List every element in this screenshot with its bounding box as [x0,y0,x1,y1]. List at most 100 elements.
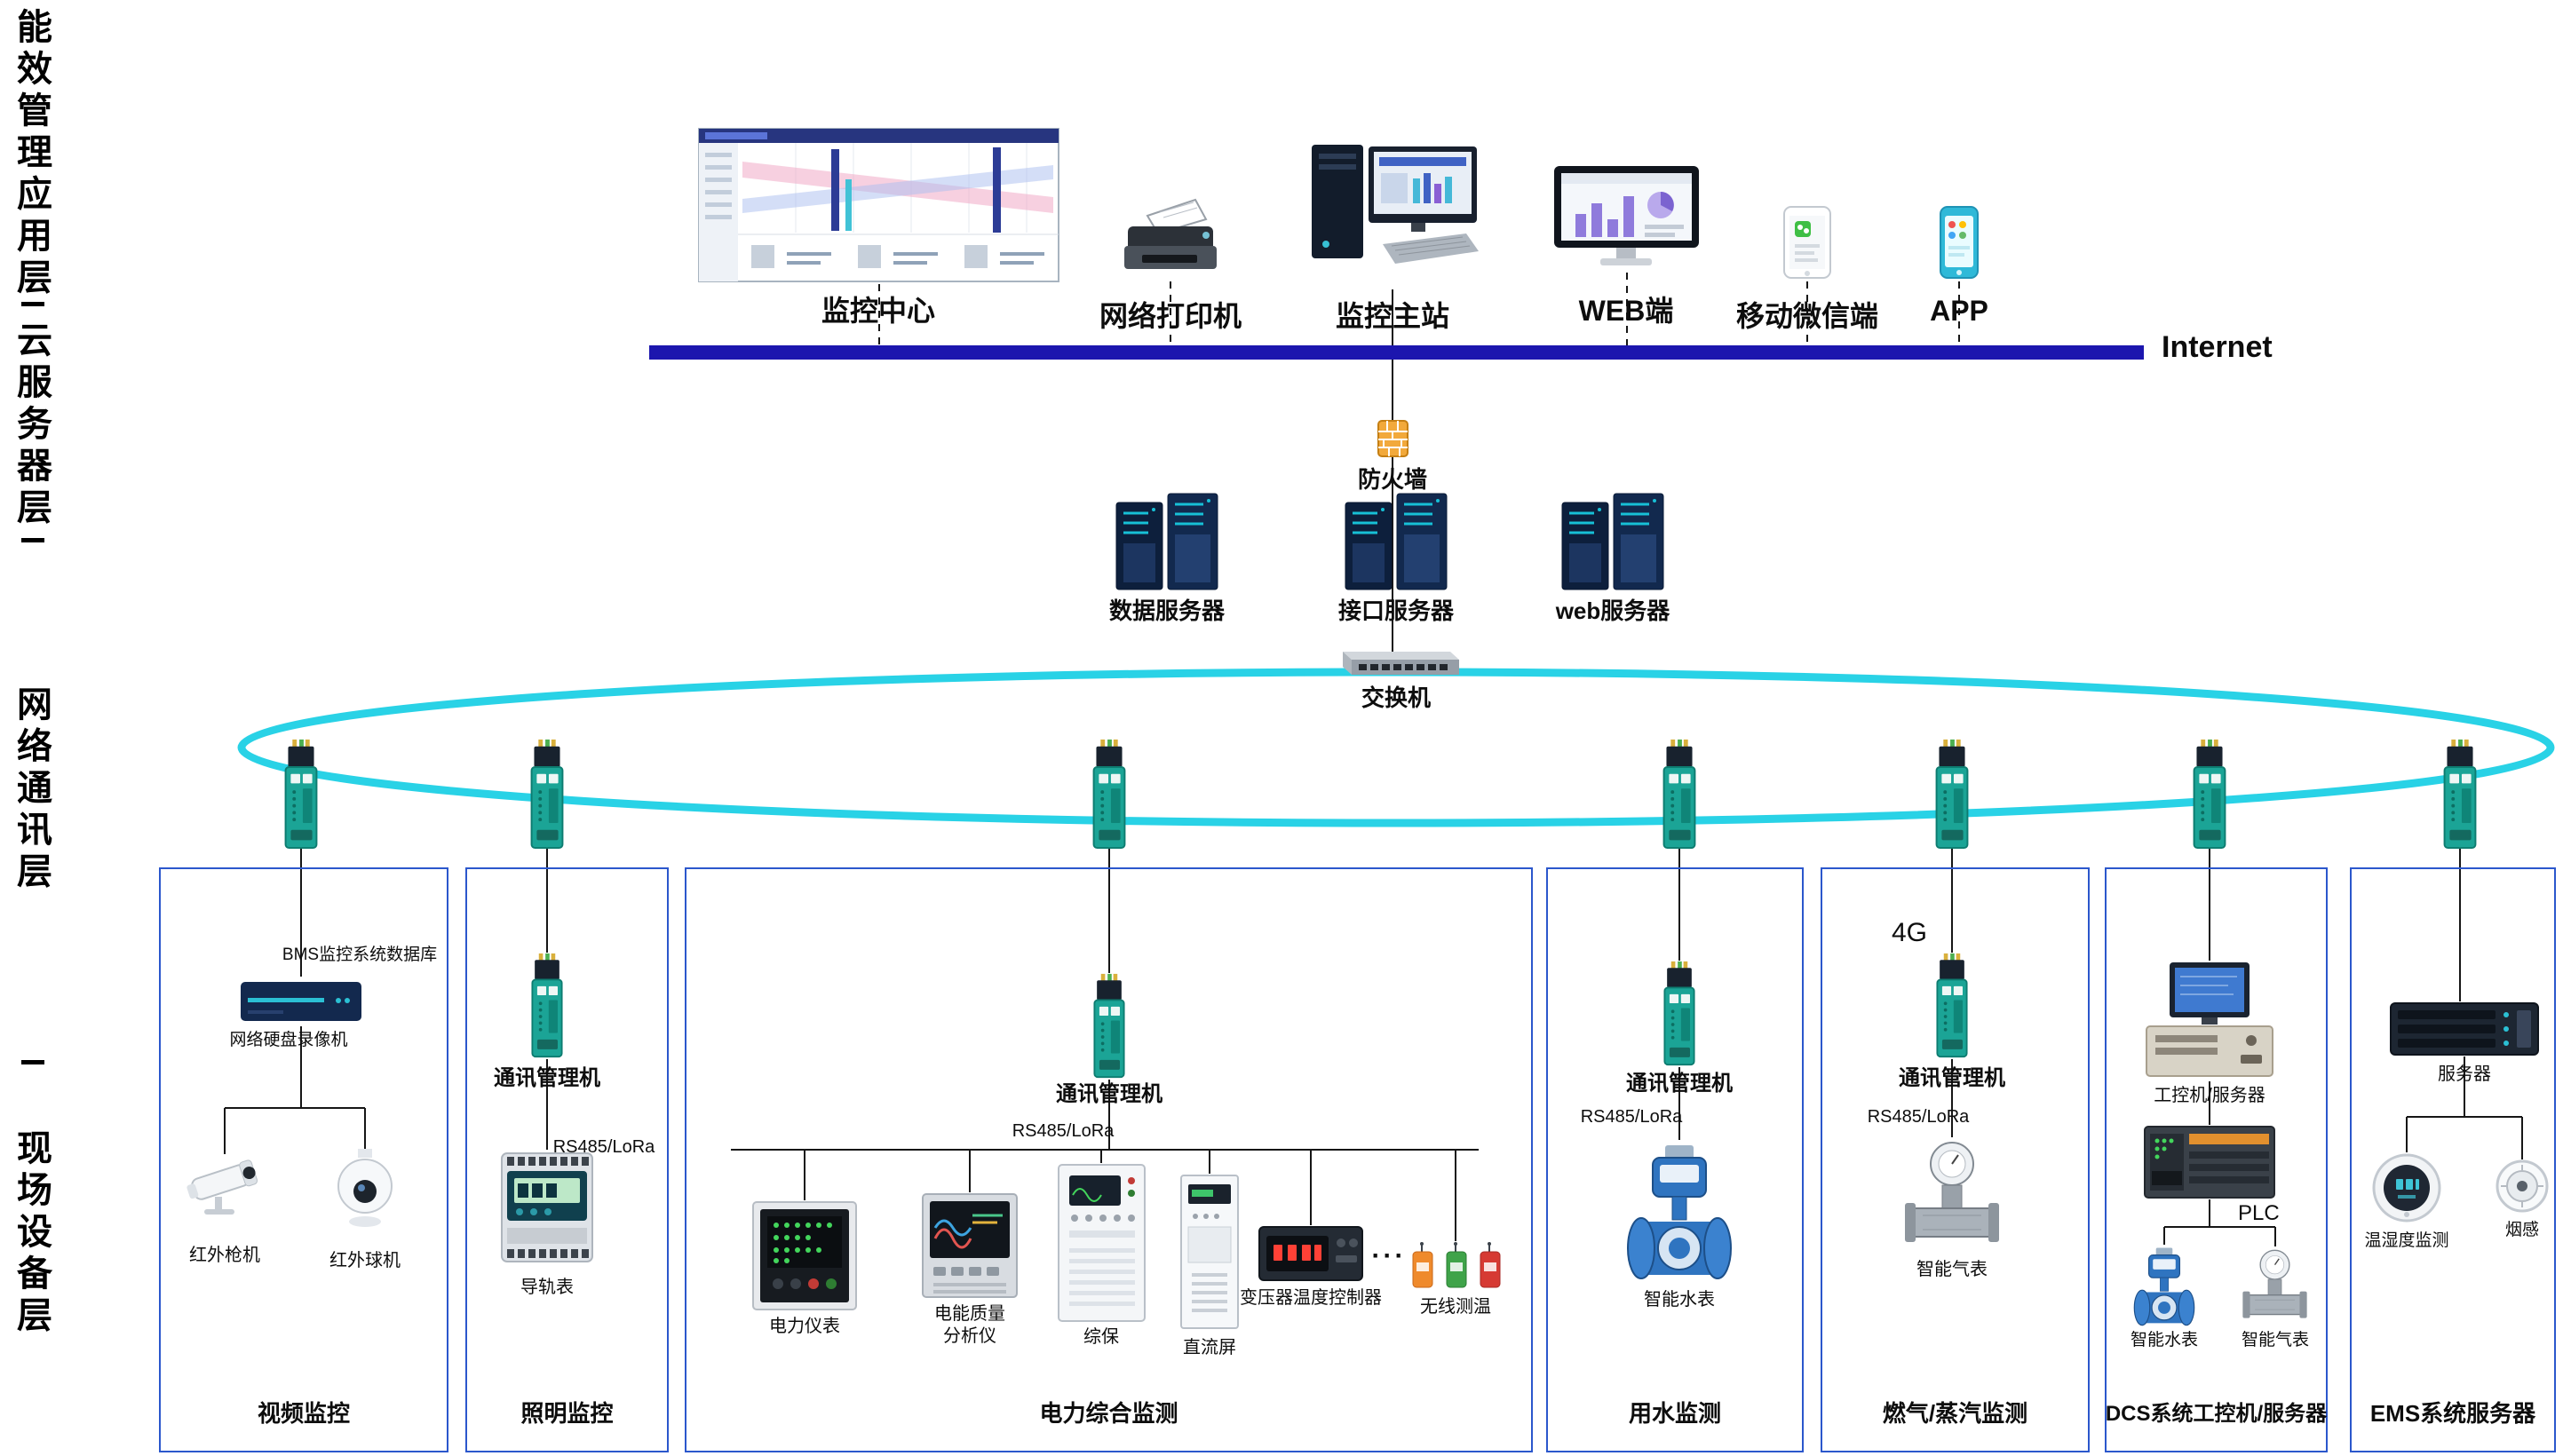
internet-bar [649,345,2144,360]
box-gas-steam-monitoring [1821,867,2090,1452]
comm-gateway-icon-power-inner [1091,973,1128,1080]
box-lighting-monitoring [465,867,669,1452]
firewall-icon [1377,417,1409,460]
plc-label: PLC [2238,1201,2280,1225]
gas-meter-icon [1903,1137,2001,1253]
pq-analyzer-icon [921,1192,1019,1299]
gas-4g-label: 4G [1891,918,1928,947]
dc-panel-label: 直流屏 [1183,1338,1236,1357]
layer-label-application: 能效管理应用层 [12,8,51,300]
transformer-temp-controller-label: 变压器温度控制器 [1240,1288,1382,1308]
web-server-icon [1555,492,1670,591]
nvr-icon [239,977,363,1026]
water-flowmeter-label: 智能水表 [1644,1290,1715,1310]
power-meter-icon [751,1200,858,1311]
web-client-icon [1552,164,1701,271]
app-client-label: APP [1930,295,1988,327]
switch-icon [1334,649,1459,677]
smoke-detector-icon [2496,1159,2549,1213]
water-flowmeter-icon [1626,1140,1733,1282]
layer-label-network: 网络通讯层 [12,685,51,894]
industrial-pc-icon [2143,961,2276,1081]
box-ems-title: EMS系统服务器 [2369,1400,2536,1427]
wechat-client-label: 移动微信端 [1735,300,1878,332]
master-station-label: 监控主站 [1335,300,1449,332]
dcs-water-meter-icon [2133,1245,2195,1327]
protection-relay-label: 综保 [1083,1327,1119,1347]
layer-separator [21,302,44,306]
box-ems-system [2350,867,2556,1452]
web-server-label: web服务器 [1555,597,1670,624]
gas-meter-label: 智能气表 [1916,1260,1988,1279]
gas-gateway-label: 通讯管理机 [1899,1066,2005,1090]
gas-bus-label: RS485/LoRa [1867,1107,1970,1127]
comm-gateway-icon-video [282,739,321,851]
box-water-title: 用水监测 [1628,1400,1721,1427]
box-gas-title: 燃气/蒸汽监测 [1882,1400,2028,1427]
network-printer-label: 网络打印机 [1099,300,1242,332]
monitor-center-icon [698,128,1059,282]
comm-gateway-icon-gas [1932,739,1972,851]
pq-analyzer-label-line1: 电能质量 [934,1304,1005,1324]
temp-humidity-sensor-icon [2371,1152,2442,1223]
box-power-title: 电力综合监测 [1039,1400,1178,1427]
industrial-pc-label: 工控机/服务器 [2154,1086,2265,1105]
comm-gateway-icon-lighting [528,739,567,851]
dcs-gas-meter-label: 智能气表 [2241,1331,2309,1349]
layer-label-field: 现场设备层 [12,1129,51,1338]
interface-server-icon [1338,492,1454,591]
transformer-temp-controller-icon [1258,1225,1364,1282]
box-lighting-title: 照明监控 [520,1400,614,1427]
power-meter-label: 电力仪表 [769,1317,840,1336]
box-power-monitoring [685,867,1533,1452]
wechat-client-icon [1782,205,1832,280]
monitor-center-label: 监控中心 [821,295,935,327]
water-bus-label: RS485/LoRa [1580,1107,1683,1127]
smoke-detector-label: 烟感 [2504,1221,2539,1239]
wireless-temp-sensors-icon [1409,1241,1502,1291]
comm-gateway-icon-water-inner [1661,961,1698,1067]
dome-camera-icon [334,1147,396,1231]
dc-panel-icon [1179,1174,1240,1333]
dcs-water-meter-label: 智能水表 [2130,1331,2198,1349]
data-server-icon [1109,492,1225,591]
pq-analyzer-label: 电能质量 分析仪 [890,1303,1050,1348]
bullet-camera-icon [185,1151,265,1222]
power-bus-label: RS485/LoRa [1012,1121,1115,1141]
comm-gateway-icon-ems [2440,739,2480,851]
box-water-monitoring [1546,867,1804,1452]
comm-gateway-icon-dcs [2190,739,2229,851]
ems-server-icon [2389,1001,2540,1056]
comm-gateway-icon-power [1090,739,1129,851]
box-video-title: 视频监控 [257,1400,350,1427]
interface-server-label: 接口服务器 [1337,597,1454,624]
lighting-bus-label: RS485/LoRa [552,1137,655,1157]
rail-meter-label: 导轨表 [520,1278,574,1297]
comm-gateway-icon-gas-inner [1933,953,1971,1059]
layer-separator [21,538,44,542]
web-client-label: WEB端 [1578,295,1674,327]
box-dcs-system [2105,867,2328,1452]
bullet-camera-label: 红外枪机 [189,1246,260,1265]
dome-camera-label: 红外球机 [329,1251,401,1270]
lighting-gateway-label: 通讯管理机 [494,1066,600,1090]
comm-gateway-icon-water [1660,739,1699,851]
firewall-label: 防火墙 [1357,466,1427,493]
switch-label: 交换机 [1361,684,1431,711]
layer-label-cloud: 云服务器层 [12,321,51,530]
internet-label: Internet [2162,330,2273,364]
water-gateway-label: 通讯管理机 [1626,1072,1733,1096]
nvr-label: 网络硬盘录像机 [229,1031,348,1049]
plc-icon [2143,1125,2276,1199]
rail-meter-icon [498,1150,596,1265]
app-client-icon [1939,205,1980,280]
pq-analyzer-label-line2: 分析仪 [943,1326,996,1346]
box-video-monitoring [159,867,448,1452]
data-server-label: 数据服务器 [1108,597,1225,624]
ems-server-label: 服务器 [2438,1064,2491,1084]
dcs-gas-meter-icon [2242,1246,2308,1325]
ellipsis-label: ··· [1371,1241,1407,1270]
power-gateway-label: 通讯管理机 [1056,1082,1162,1106]
network-printer-icon [1117,189,1224,280]
